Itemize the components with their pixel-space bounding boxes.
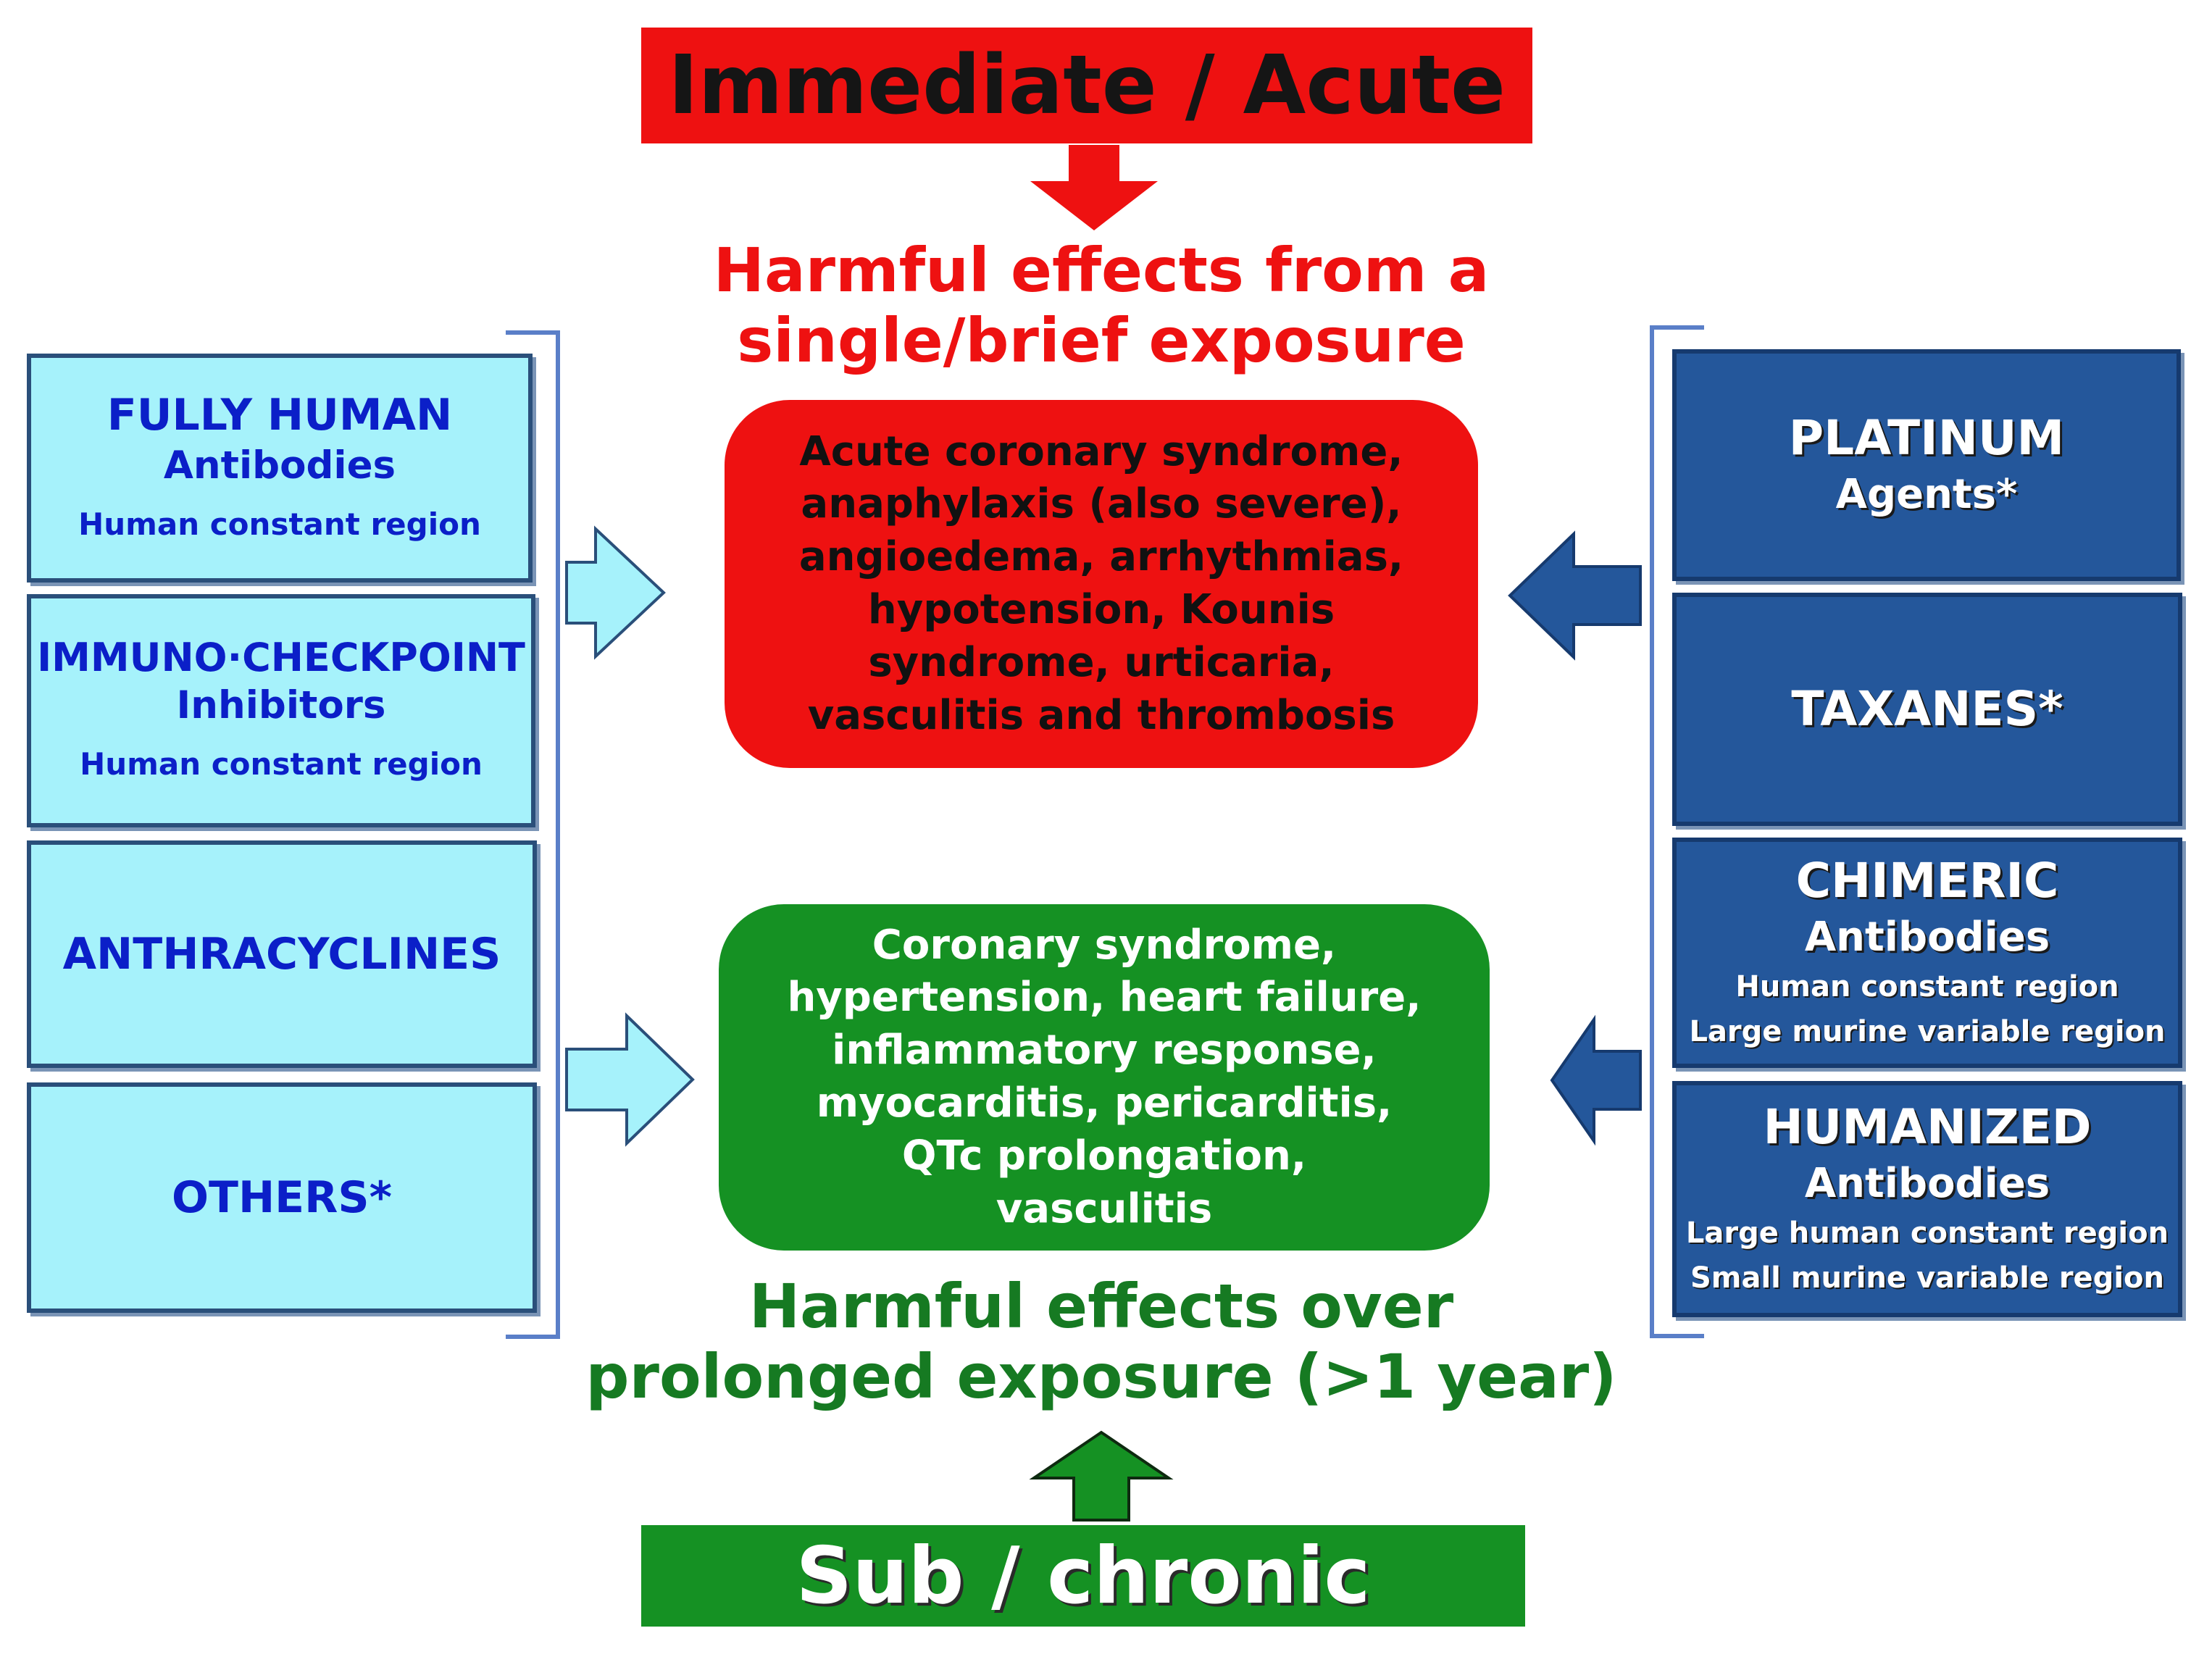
chronic-effect-line: myocarditis, pericarditis, <box>816 1080 1393 1127</box>
right-arrow-icon <box>565 525 666 660</box>
agent-title: ANTHRACYCLINES <box>62 929 501 980</box>
chronic-caption-line2: prolonged exposure (>1 year) <box>585 1340 1617 1412</box>
agent-title: FULLY HUMAN <box>107 390 453 441</box>
agent-subtitle: Inhibitors <box>176 683 386 728</box>
agent-detail: Human constant region <box>78 506 481 542</box>
acute-effect-line: vasculitis and thrombosis <box>807 691 1395 739</box>
agent-title: TAXANES* <box>1791 680 2063 737</box>
immunocheckpoint-inhibitors-box: IMMUNO·CHECKPOINT Inhibitors Human const… <box>27 594 535 827</box>
agent-subtitle: Agents* <box>1835 470 2018 518</box>
agent-detail: Large murine variable region <box>1689 1014 2166 1048</box>
agent-title: OTHERS* <box>172 1172 392 1223</box>
agent-detail: Large human constant region <box>1685 1216 2169 1250</box>
acute-caption-line2: single/brief exposure <box>737 304 1466 376</box>
down-arrow-icon <box>1030 145 1158 230</box>
chronic-caption-line1: Harmful effects over <box>748 1271 1454 1342</box>
chimeric-antibodies-box: CHIMERIC Antibodies Human constant regio… <box>1672 838 2182 1068</box>
acute-caption-line1: Harmful effects from a <box>713 235 1490 306</box>
left-bracket <box>506 330 560 1339</box>
others-box: OTHERS* <box>27 1082 537 1313</box>
humanized-antibodies-box: HUMANIZED Antibodies Large human constan… <box>1672 1081 2182 1317</box>
fully-human-antibodies-box: FULLY HUMAN Antibodies Human constant re… <box>27 354 533 583</box>
right-bracket <box>1650 325 1704 1338</box>
acute-banner: Immediate / Acute <box>641 28 1532 143</box>
acute-effect-line: Acute coronary syndrome, <box>799 427 1403 475</box>
agent-title: IMMUNO·CHECKPOINT <box>37 634 525 680</box>
agent-detail: Human constant region <box>1735 969 2119 1003</box>
acute-effect-line: anaphylaxis (also severe), <box>801 480 1402 528</box>
chronic-effect-line: QTc prolongation, <box>901 1132 1307 1180</box>
chronic-effect-line: Coronary syndrome, <box>872 921 1337 969</box>
acute-effect-line: syndrome, urticaria, <box>868 638 1335 686</box>
acute-effect-line: angioedema, arrhythmias, <box>798 533 1404 581</box>
up-arrow-icon <box>1029 1430 1174 1522</box>
anthracyclines-box: ANTHRACYCLINES <box>27 840 537 1068</box>
agent-title: PLATINUM <box>1788 410 2065 467</box>
agent-detail: Small murine variable region <box>1690 1261 2164 1295</box>
chronic-caption: Harmful effects over prolonged exposure … <box>565 1272 1637 1411</box>
acute-effects-box: Acute coronary syndrome, anaphylaxis (al… <box>725 400 1478 768</box>
chronic-effects-box: Coronary syndrome, hypertension, heart f… <box>719 904 1490 1251</box>
agent-subtitle: Antibodies <box>163 443 396 488</box>
chronic-effect-line: inflammatory response, <box>832 1027 1377 1074</box>
chronic-effect-line: hypertension, heart failure, <box>787 974 1422 1022</box>
agent-subtitle: Antibodies <box>1804 1159 2050 1207</box>
agent-title: HUMANIZED <box>1763 1099 2092 1156</box>
left-arrow-icon <box>1550 1014 1642 1146</box>
chronic-banner: Sub / chronic <box>641 1525 1525 1627</box>
agent-title: CHIMERIC <box>1795 853 2059 909</box>
taxanes-box: TAXANES* <box>1672 593 2182 826</box>
agent-detail: Human constant region <box>80 746 483 782</box>
right-arrow-icon <box>565 1012 695 1147</box>
acute-caption: Harmful effects from a single/brief expo… <box>638 235 1565 375</box>
acute-effect-line: hypotension, Kounis <box>867 586 1335 633</box>
left-arrow-icon <box>1508 530 1642 661</box>
chronic-effect-line: vasculitis <box>996 1185 1213 1232</box>
agent-subtitle: Antibodies <box>1804 913 2050 961</box>
platinum-agents-box: PLATINUM Agents* <box>1672 349 2181 581</box>
